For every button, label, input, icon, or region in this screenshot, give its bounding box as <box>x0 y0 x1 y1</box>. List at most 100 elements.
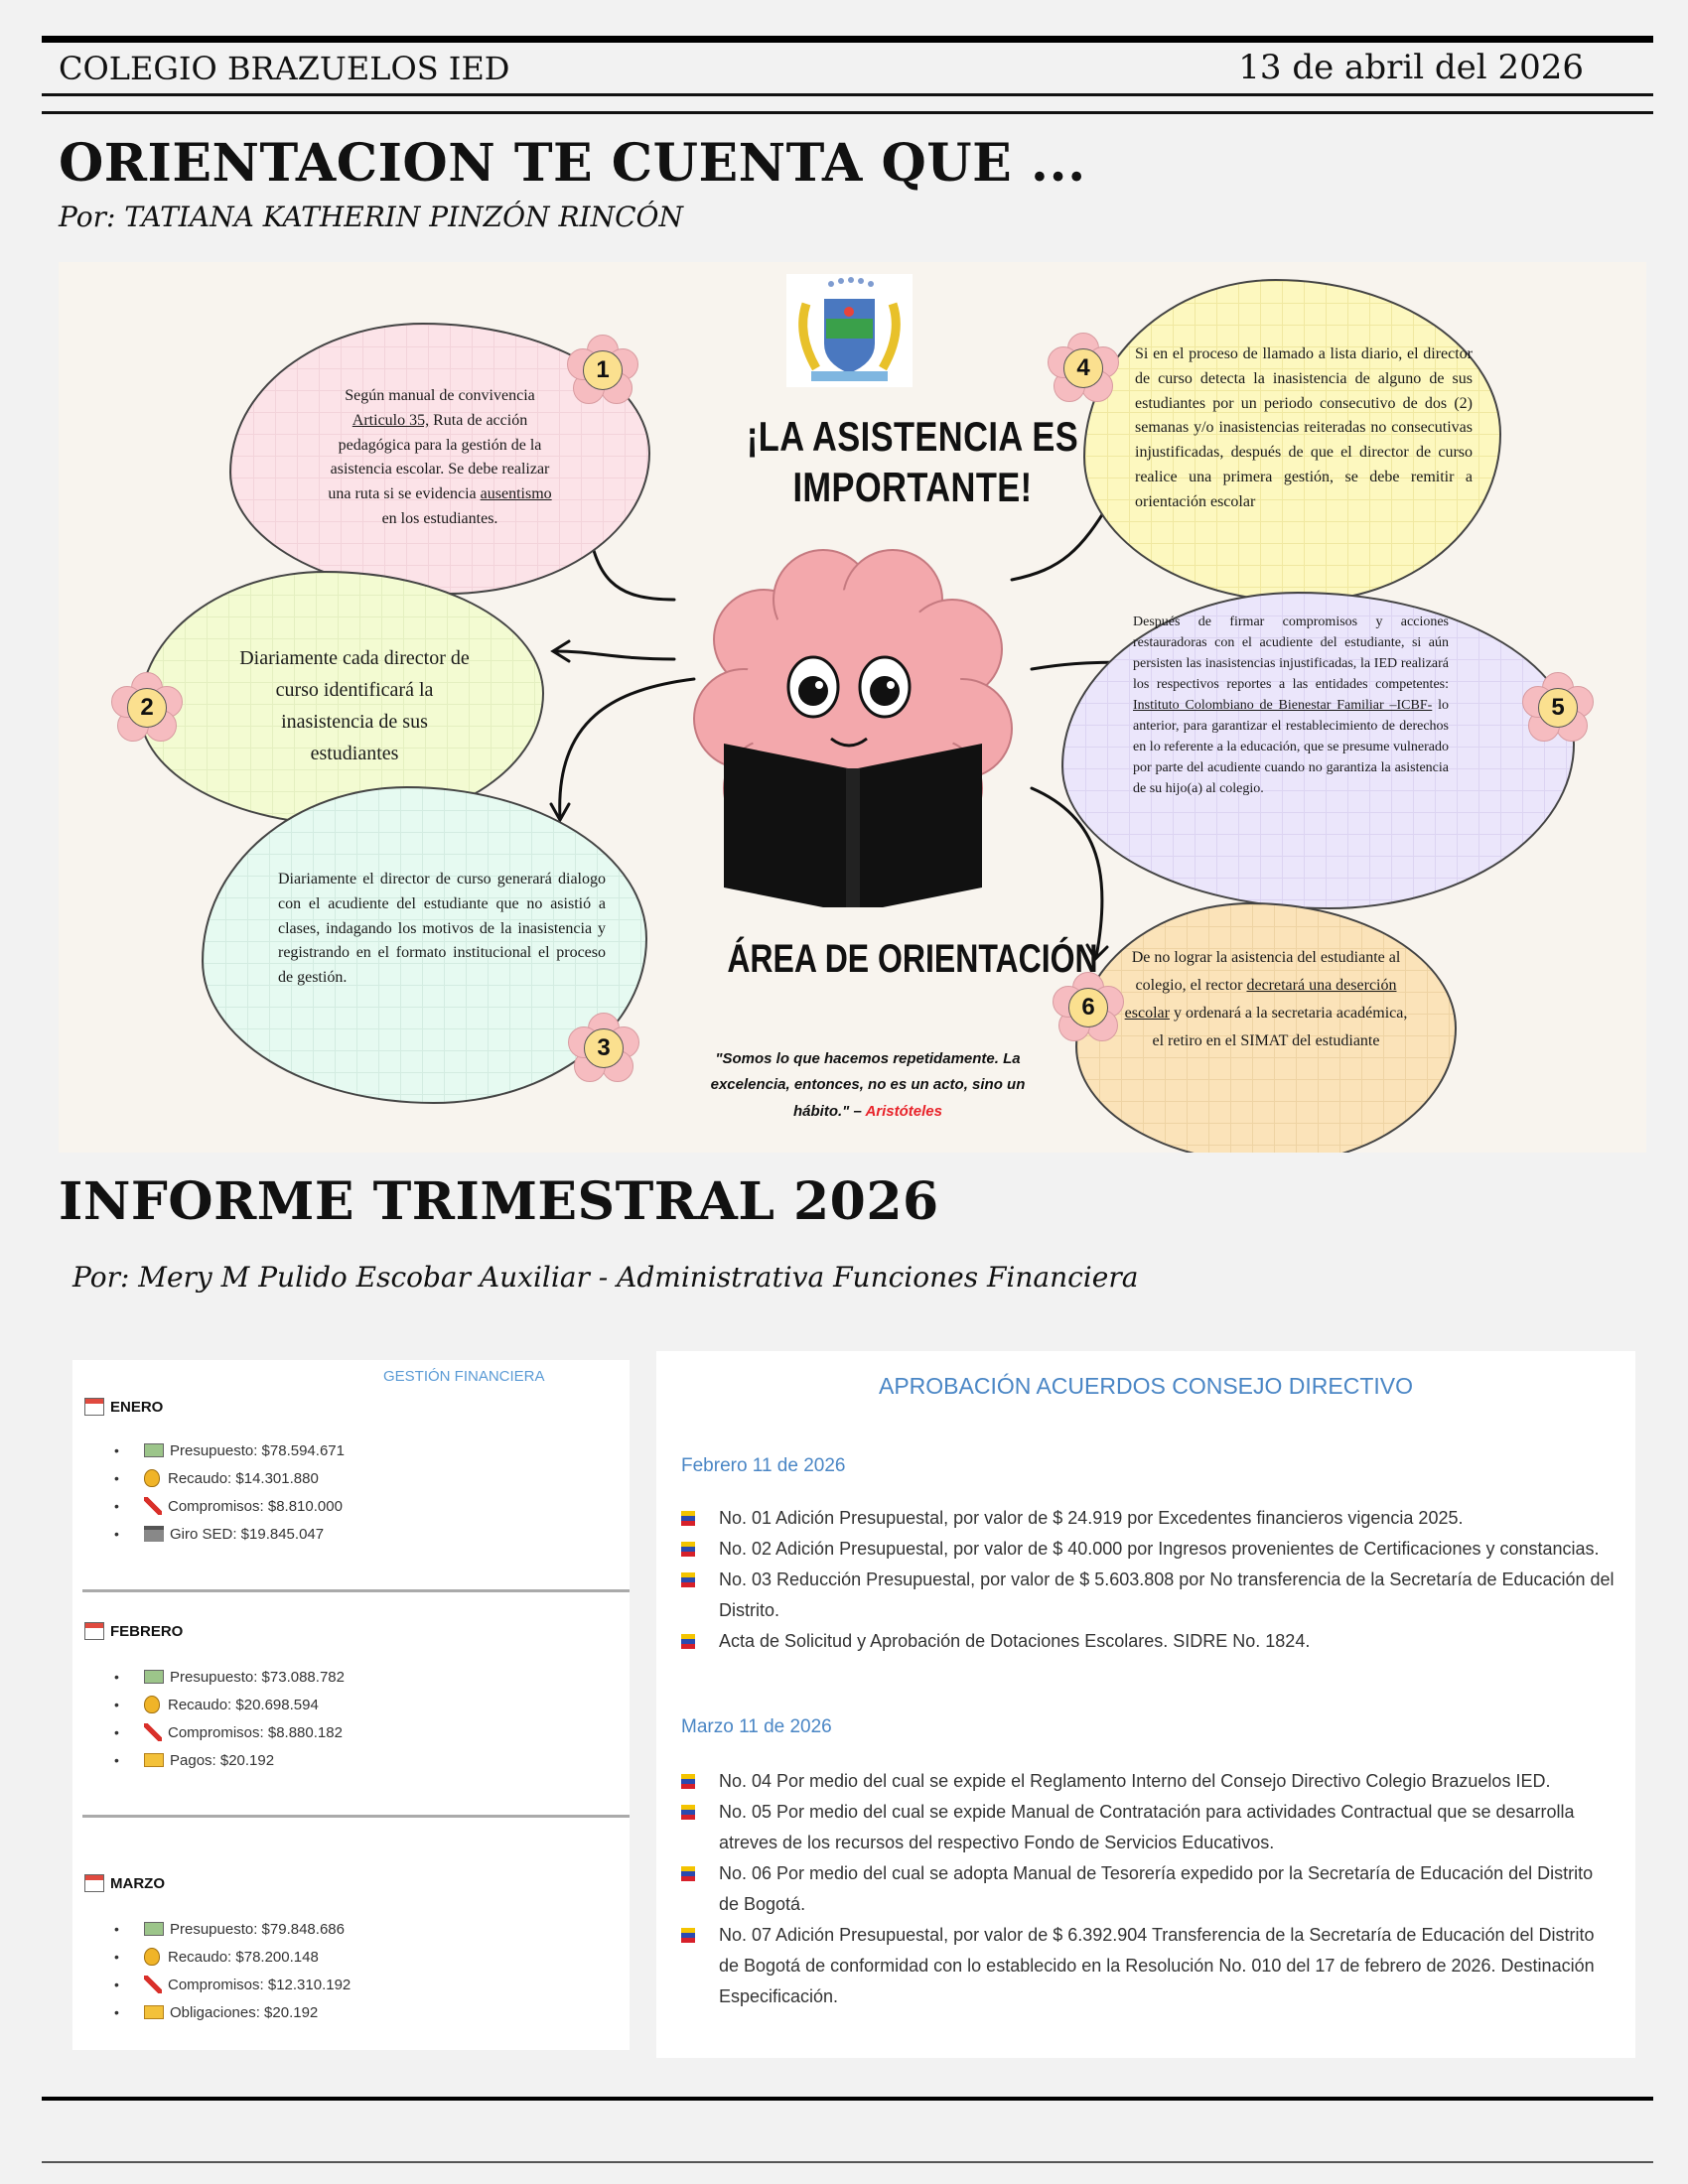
list-item: No. 03 Reducción Presupuestal, por valor… <box>681 1565 1615 1626</box>
issue-date: 13 de abril del 2026 <box>1238 48 1584 87</box>
finance-list: •Presupuesto: $73.088.782 •Recaudo: $20.… <box>114 1663 345 1774</box>
article-title: ORIENTACION TE CUENTA QUE ... <box>59 133 1086 194</box>
item-text: Recaudo: $78.200.148 <box>168 1948 319 1966</box>
money-bill-icon <box>144 1670 164 1684</box>
step-5-icbf: Instituto Colombiano de Bienestar Famili… <box>1133 698 1433 713</box>
item-text: Recaudo: $14.301.880 <box>168 1469 319 1487</box>
colombia-flag-bullet-icon <box>681 1866 695 1882</box>
list-item: No. 01 Adición Presupuestal, por valor d… <box>681 1503 1615 1534</box>
footer-rule <box>42 2161 1653 2163</box>
list-item: •Giro SED: $19.845.047 <box>114 1525 325 1543</box>
step-6-text-b: y ordenará a la secretaria académica, el… <box>1152 1005 1408 1049</box>
header-rule <box>42 111 1653 114</box>
top-rule <box>42 36 1653 43</box>
list-item: •Recaudo: $20.698.594 <box>114 1696 319 1713</box>
arrow-to-step-2 <box>553 649 676 661</box>
headline-line-1: ¡LA ASISTENCIA ES <box>746 413 1079 460</box>
colombia-flag-bullet-icon <box>681 1511 695 1527</box>
pushpin-icon <box>144 1723 162 1741</box>
money-bill-icon <box>144 1443 164 1457</box>
footer-rule <box>42 2097 1653 2101</box>
colombia-flag-bullet-icon <box>681 1928 695 1944</box>
connector-arrows <box>549 495 1142 962</box>
step-4-cloud: Si en el proceso de llamado a lista diar… <box>1083 279 1501 603</box>
list-item: No. 07 Adición Presupuestal, por valor d… <box>681 1920 1615 2012</box>
money-bag-icon <box>144 1948 160 1966</box>
list-item: No. 02 Adición Presupuestal, por valor d… <box>681 1534 1615 1565</box>
month-enero: ENERO <box>84 1398 163 1416</box>
list-item: •Presupuesto: $73.088.782 <box>114 1668 345 1686</box>
step-5-text-b: lo anterior, para garantizar el restable… <box>1133 698 1450 796</box>
step-number: 5 <box>1538 688 1578 728</box>
list-item: •Compromisos: $8.810.000 <box>114 1497 343 1515</box>
item-text: No. 05 Por medio del cual se expide Manu… <box>719 1802 1575 1852</box>
item-text: No. 06 Por medio del cual se adopta Manu… <box>719 1863 1594 1914</box>
item-text: No. 07 Adición Presupuestal, por valor d… <box>719 1925 1595 2006</box>
pushpin-icon <box>144 1976 162 1993</box>
quote-text: "Somos lo que hacemos repetidamente. La … <box>710 1050 1026 1120</box>
divider <box>82 1815 630 1818</box>
item-text: No. 01 Adición Presupuestal, por valor d… <box>719 1508 1464 1528</box>
list-item: •Recaudo: $14.301.880 <box>114 1469 319 1487</box>
list-item: •Obligaciones: $20.192 <box>114 2003 319 2021</box>
school-name: COLEGIO BRAZUELOS IED <box>59 50 510 87</box>
list-item: •Recaudo: $78.200.148 <box>114 1948 319 1966</box>
arrow-to-step-6 <box>1030 786 1104 959</box>
quote-author: Aristóteles <box>865 1102 942 1120</box>
item-text: Presupuesto: $79.848.686 <box>170 1920 345 1938</box>
item-text: No. 02 Adición Presupuestal, por valor d… <box>719 1539 1600 1559</box>
session-date: Febrero 11 de 2026 <box>681 1455 846 1476</box>
list-item: Acta de Solicitud y Aprobación de Dotaci… <box>681 1626 1615 1657</box>
item-text: Giro SED: $19.845.047 <box>170 1525 325 1543</box>
calendar-icon <box>84 1622 104 1640</box>
area-title: ÁREA DE ORIENTACIÓN <box>727 937 1098 981</box>
item-text: Obligaciones: $20.192 <box>170 2003 319 2021</box>
credit-card-icon <box>144 1753 164 1767</box>
colombia-flag-bullet-icon <box>681 1634 695 1650</box>
item-text: Presupuesto: $78.594.671 <box>170 1441 345 1459</box>
step-number: 1 <box>583 350 623 390</box>
report-author: Por: Mery M Pulido Escobar Auxiliar - Ad… <box>72 1261 1139 1294</box>
item-text: No. 03 Reducción Presupuestal, por valor… <box>719 1570 1615 1620</box>
step-3-badge: 3 <box>568 1013 639 1082</box>
money-bill-icon <box>144 1922 164 1936</box>
step-6-text: De no lograr la asistencia del estudiant… <box>1122 944 1410 1055</box>
month-febrero: FEBRERO <box>84 1622 183 1640</box>
agreements-list: No. 04 Por medio del cual se expide el R… <box>681 1766 1615 2012</box>
colombia-flag-bullet-icon <box>681 1542 695 1558</box>
item-text: Presupuesto: $73.088.782 <box>170 1668 345 1686</box>
money-bag-icon <box>144 1469 160 1487</box>
list-item: •Presupuesto: $79.848.686 <box>114 1920 345 1938</box>
headline-line-2: IMPORTANTE! <box>792 464 1033 511</box>
step-1-text-b: Ruta de acción pedagógica para la gestió… <box>328 411 550 503</box>
attendance-infographic: ¡LA ASISTENCIA ES IMPORTANTE! ÁREA DE OR… <box>59 262 1646 1153</box>
list-item: No. 04 Por medio del cual se expide el R… <box>681 1766 1615 1797</box>
step-1-article-link: Articulo 35, <box>352 411 430 429</box>
report-title: INFORME TRIMESTRAL 2026 <box>59 1171 939 1232</box>
money-bag-icon <box>144 1696 160 1713</box>
calendar-icon <box>84 1874 104 1892</box>
agreements-list: No. 01 Adición Presupuestal, por valor d… <box>681 1503 1615 1657</box>
colombia-flag-bullet-icon <box>681 1774 695 1790</box>
agreements-panel: APROBACIÓN ACUERDOS CONSEJO DIRECTIVO Fe… <box>656 1351 1635 2058</box>
step-1-badge: 1 <box>567 335 638 404</box>
step-2-text: Diariamente cada director de curso ident… <box>239 647 470 764</box>
step-2-badge: 2 <box>111 672 183 742</box>
month-label: ENERO <box>110 1398 164 1416</box>
item-text: Compromisos: $12.310.192 <box>168 1976 352 1993</box>
header-rule <box>42 93 1653 96</box>
step-number: 2 <box>127 688 167 728</box>
item-text: Compromisos: $8.880.182 <box>168 1723 343 1741</box>
step-3-text: Diariamente el director de curso generar… <box>278 871 606 987</box>
item-text: Compromisos: $8.810.000 <box>168 1497 343 1515</box>
step-6-text-a: De no lograr la asistencia del estudiant… <box>1131 949 1401 994</box>
finance-heading: GESTIÓN FINANCIERA <box>383 1368 545 1385</box>
agreements-heading: APROBACIÓN ACUERDOS CONSEJO DIRECTIVO <box>878 1373 1414 1399</box>
school-logo <box>786 274 913 387</box>
step-4-text: Si en el proceso de llamado a lista diar… <box>1135 345 1473 510</box>
step-5-cloud: Después de firmar compromisos y acciones… <box>1061 592 1575 909</box>
arrow-to-step-3 <box>558 677 696 820</box>
item-text: Pagos: $20.192 <box>170 1751 275 1769</box>
month-label: FEBRERO <box>110 1622 184 1640</box>
step-1-text-a: Según manual de convivencia <box>345 387 535 404</box>
